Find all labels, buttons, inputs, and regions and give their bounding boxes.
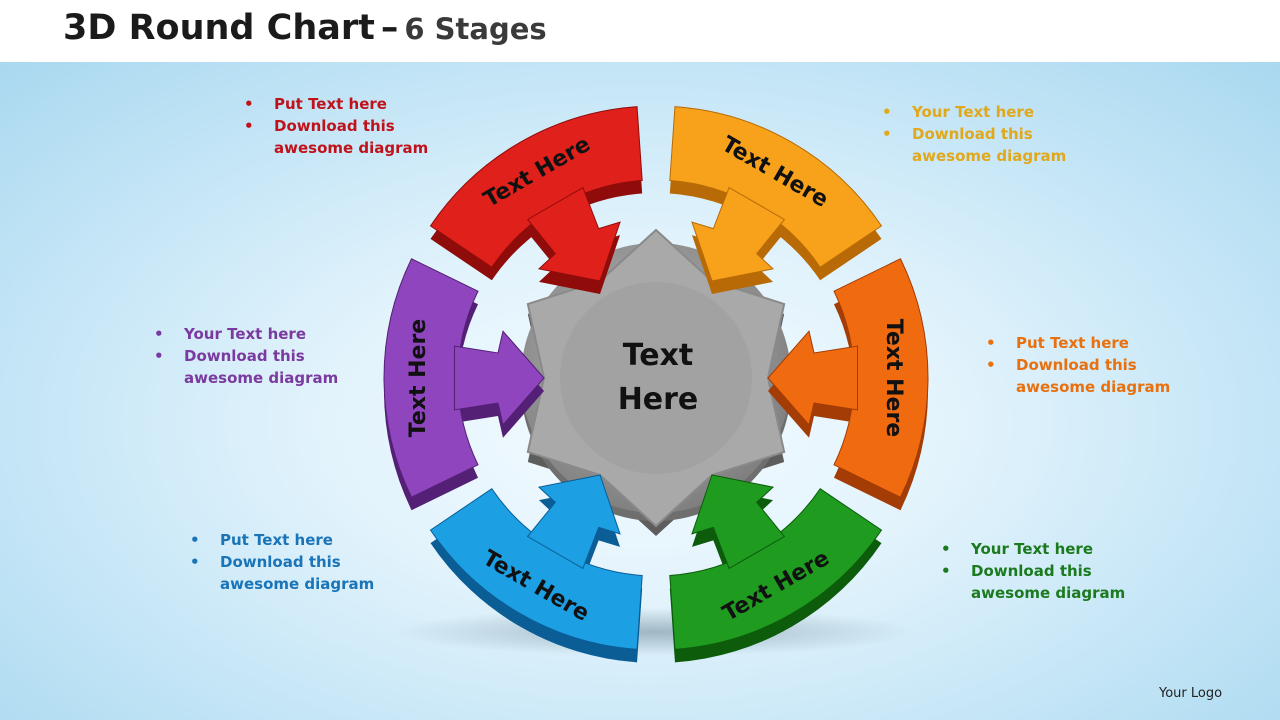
callout-item: Put Text here: [244, 93, 464, 115]
callout-item: Download this awesome diagram: [244, 115, 464, 159]
callout-item: Put Text here: [986, 332, 1206, 354]
center-label-line1: Text: [623, 338, 694, 373]
callout-top-left: Put Text here Download this awesome diag…: [244, 93, 464, 159]
callout-mid-left: Your Text here Download this awesome dia…: [154, 323, 374, 389]
callout-item: Download this awesome diagram: [941, 560, 1161, 604]
floor-shadow: [395, 608, 915, 656]
callout-item: Your Text here: [941, 538, 1161, 560]
callout-item: Download this awesome diagram: [190, 551, 410, 595]
callout-mid-right: Put Text here Download this awesome diag…: [986, 332, 1206, 398]
hub-core: [560, 282, 752, 474]
callout-item: Download this awesome diagram: [154, 345, 374, 389]
callout-item: Download this awesome diagram: [986, 354, 1206, 398]
logo-placeholder: Your Logo: [1159, 686, 1222, 701]
callout-item: Put Text here: [190, 529, 410, 551]
callout-bottom-left: Put Text here Download this awesome diag…: [190, 529, 410, 595]
segment-label: Text Here: [881, 319, 906, 437]
segment-label: Text Here: [406, 319, 431, 437]
callout-item: Download this awesome diagram: [882, 123, 1102, 167]
segment-purple: Text Here: [384, 259, 544, 510]
callout-bottom-right: Your Text here Download this awesome dia…: [941, 538, 1161, 604]
callout-item: Your Text here: [154, 323, 374, 345]
center-label-line2: Here: [618, 382, 699, 417]
callout-item: Your Text here: [882, 101, 1102, 123]
segment-orange: Text Here: [768, 259, 928, 510]
callout-top-right: Your Text here Download this awesome dia…: [882, 101, 1102, 167]
